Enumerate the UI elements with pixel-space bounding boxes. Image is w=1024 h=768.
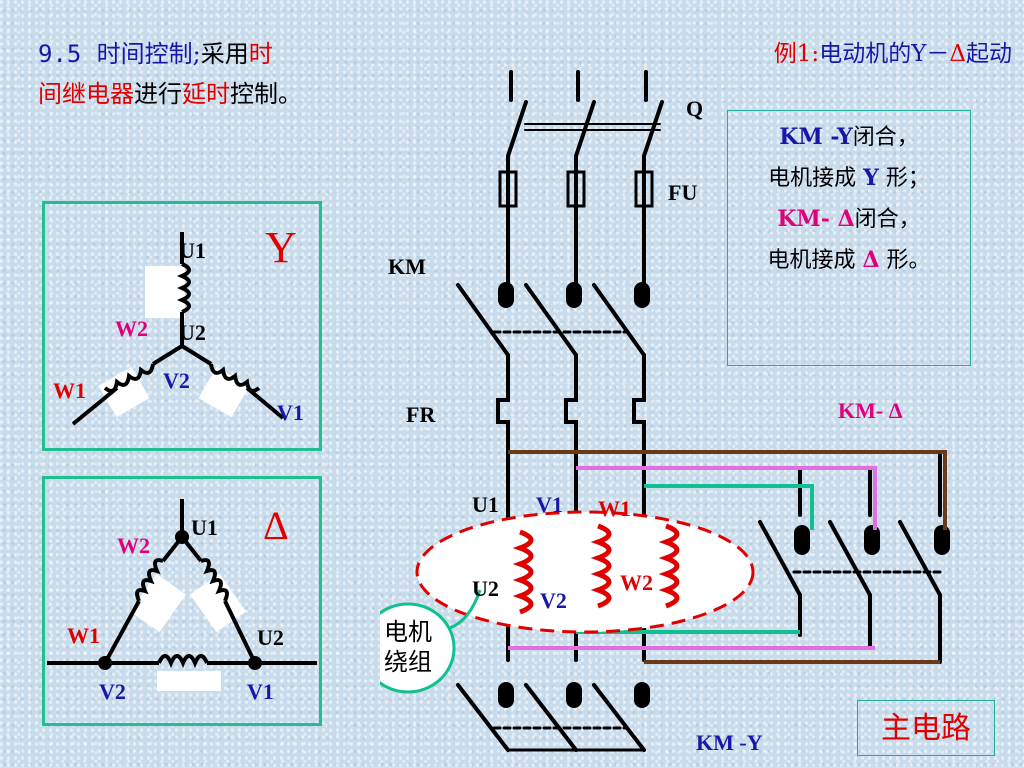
main-circuit-label: 主电路 [857, 700, 995, 756]
callout-pointer [449, 589, 482, 630]
title-part: 进行 [134, 80, 182, 108]
winding-block [145, 266, 185, 318]
label-w1: W1 [53, 378, 86, 403]
star-connection-panel: Y U1 U2 W2 V2 V1 W1 [42, 201, 322, 451]
label-w1: W1 [598, 496, 631, 521]
node-dot [248, 656, 262, 670]
label-q: Q [686, 96, 703, 121]
title-part: 延时 [182, 80, 230, 108]
star-windings [71, 232, 285, 426]
note-text: 电机接成 [767, 248, 863, 273]
label-km: KM [388, 254, 426, 279]
note-text: 闭合， [852, 125, 919, 150]
note-km-delta: KM- Δ [777, 206, 855, 232]
label-km-delta: KM- Δ [838, 398, 903, 423]
label-fu: FU [668, 180, 697, 205]
note-text: 电机接成 [768, 166, 864, 191]
label-u1: U1 [191, 515, 218, 540]
title-part: 间继电器 [38, 80, 134, 108]
node-dot [175, 530, 189, 544]
star-symbol: Y [265, 223, 297, 272]
title-part: 采用 [200, 40, 249, 68]
callout-line2: 绕组 [384, 649, 432, 676]
note-box: KM -Y闭合， 电机接成 Y 形； KM- Δ闭合， 电机接成 Δ 形。 [727, 110, 971, 366]
label-v1: V1 [536, 492, 563, 517]
label-v1: V1 [247, 679, 274, 704]
title-part: 时间控制; [96, 40, 201, 68]
main-circuit-diagram: 电机 绕组 Q FU KM FR U1 U2 V1 V2 KM -Y W1 W2… [380, 70, 950, 755]
example-delta: Δ [949, 41, 966, 67]
page-title: 9.5 时间控制;采用时 间继电器进行延时控制。 [38, 34, 302, 114]
node-dot [98, 656, 112, 670]
label-v2: V2 [99, 679, 126, 704]
note-text: 闭合， [854, 207, 921, 232]
label-u1: U1 [179, 238, 206, 263]
label-v2: V2 [540, 588, 567, 613]
label-u1: U1 [472, 492, 499, 517]
delta-windings [47, 499, 317, 669]
title-part: 时 [248, 40, 273, 68]
title-part: 控制。 [230, 80, 302, 108]
note-text: Δ [862, 247, 880, 273]
label-u2: U2 [472, 576, 499, 601]
example-suffix: 起动 [966, 41, 1012, 67]
label-km-y: KM -Y [696, 730, 763, 755]
delta-symbol: Δ [263, 503, 289, 548]
label-v1: V1 [277, 400, 304, 425]
contact-terminals [498, 282, 950, 708]
winding-block [130, 573, 186, 633]
example-heading: 例1:电动机的Y－Δ起动 [774, 34, 1012, 68]
note-text: Y [863, 165, 879, 191]
label-u2: U2 [179, 320, 206, 345]
motor-windings [512, 523, 680, 615]
label-w2: W2 [117, 533, 150, 558]
label-u2: U2 [257, 625, 284, 650]
label-fr: FR [406, 402, 436, 427]
example-text: 电动机的Y－ [819, 41, 950, 67]
label-w1: W1 [67, 623, 100, 648]
label-w2: W2 [115, 316, 148, 341]
note-text: 形。 [879, 248, 931, 273]
callout-bubble [380, 602, 456, 694]
winding-block [157, 671, 221, 691]
example-prefix: 例1: [773, 41, 820, 67]
note-km-y: KM -Y [779, 124, 853, 150]
label-w2: W2 [620, 570, 653, 595]
note-text: 形； [878, 166, 930, 191]
buses [508, 450, 947, 664]
delta-connection-panel: Δ U1 U2 W2 W1 V2 V1 [42, 476, 322, 726]
label-v2: V2 [163, 368, 190, 393]
callout-line1: 电机 [384, 619, 432, 646]
section-number: 9.5 [38, 40, 82, 68]
